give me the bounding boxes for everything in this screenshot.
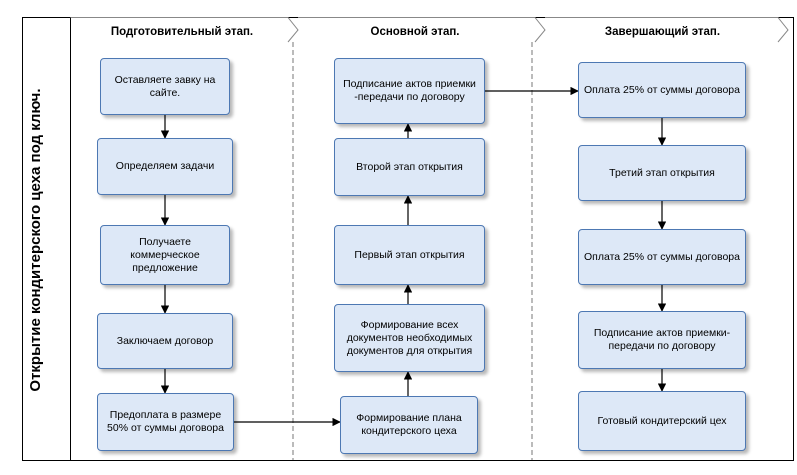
lane-header-chevron-1: [70, 17, 299, 43]
step-sign-contract: Заключаем договор: [97, 313, 233, 369]
lane-title-preparatory: Подготовительный этап.: [110, 26, 254, 38]
step-opening-stage-2: Второй этап открытия: [334, 138, 485, 196]
step-get-proposal: Получаете коммерческое предложение: [100, 225, 230, 285]
step-submit-request: Оставляете завку на сайте.: [100, 58, 230, 115]
lane-title-main: Основной этап.: [370, 26, 460, 38]
lane-title-final: Завершающий этап.: [604, 26, 721, 38]
step-workshop-plan: Формирование плана кондитерского цеха: [340, 396, 478, 454]
step-prepayment: Предоплата в размере 50% от суммы догово…: [97, 393, 234, 451]
step-define-tasks: Определяем задачи: [97, 138, 233, 195]
step-opening-stage-1: Первый этап открытия: [334, 225, 485, 285]
step-documents: Формирование всех документов необходимых…: [334, 304, 485, 372]
lane-header-chevron-2: [298, 17, 546, 43]
step-finished-workshop: Готовый кондитерский цех: [578, 391, 746, 451]
lane-header-chevron-3: [545, 17, 789, 43]
step-sign-acceptance-acts: Подписание актов приемки -передачи по до…: [334, 58, 485, 124]
step-payment-25-first: Оплата 25% от суммы договора: [578, 62, 746, 118]
process-title: Открытие кондитерского цеха под ключ.: [27, 88, 44, 392]
step-payment-25-second: Оплата 25% от суммы договора: [578, 229, 746, 285]
step-final-acceptance-acts: Подписание актов приемки-передачи по дог…: [578, 311, 746, 369]
step-opening-stage-3: Третий этап открытия: [578, 145, 746, 201]
